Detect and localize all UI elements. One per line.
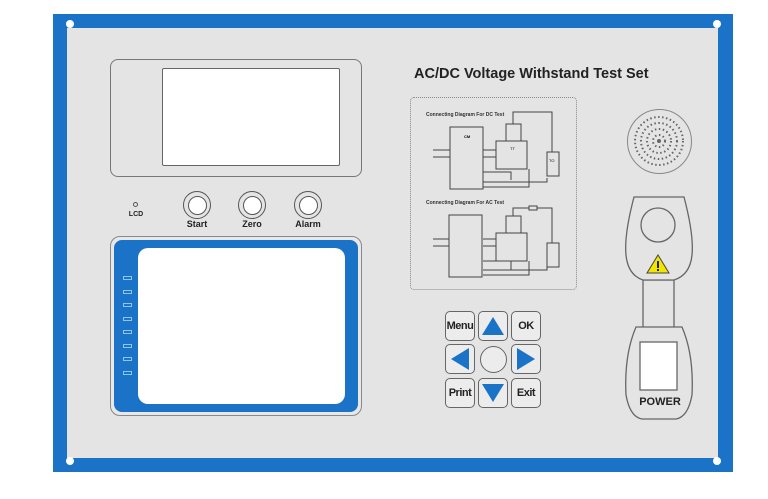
ok-button[interactable]: OK [511, 311, 541, 341]
wiring-diagram-icon [433, 111, 560, 278]
side-indicator-icon [123, 276, 132, 280]
side-indicator-icon [123, 344, 132, 348]
screw-icon [66, 457, 74, 465]
side-indicator-icon [123, 317, 132, 321]
lcd-label: LCD [128, 211, 144, 218]
lcd-led-icon [133, 202, 138, 207]
side-indicator-icon [123, 303, 132, 307]
side-indicator-icon [123, 290, 132, 294]
cm-label: CM [464, 134, 471, 139]
zero-button[interactable] [238, 191, 266, 219]
touchscreen[interactable] [138, 248, 345, 404]
lcd-display [162, 68, 340, 166]
to-label: TO [549, 158, 555, 163]
start-button[interactable] [183, 191, 211, 219]
power-switch [639, 341, 678, 391]
arrow-right-icon [517, 348, 535, 370]
alarm-label: Alarm [295, 219, 321, 229]
down-button[interactable] [478, 378, 508, 408]
tt-label: TT [510, 146, 515, 151]
arrow-down-icon [482, 384, 504, 402]
zero-label: Zero [242, 219, 262, 229]
device-title: AC/DC Voltage Withstand Test Set [414, 66, 649, 82]
side-indicator-icon [123, 330, 132, 334]
alarm-button[interactable] [294, 191, 322, 219]
left-button[interactable] [445, 344, 475, 374]
power-switch-button[interactable] [640, 342, 677, 390]
up-button[interactable] [478, 311, 508, 341]
side-indicator-icon [123, 371, 132, 375]
side-indicator-icon [123, 357, 132, 361]
screw-icon [713, 457, 721, 465]
warning-icon [646, 254, 670, 274]
ac-diagram-title: Connecting Diagram For AC Test [426, 200, 505, 206]
screw-icon [66, 20, 74, 28]
speaker-grille-icon [634, 116, 684, 166]
menu-button[interactable]: Menu [445, 311, 475, 341]
start-label: Start [186, 219, 208, 229]
connection-diagram: Connecting Diagram For DC Test Connectin… [410, 97, 577, 290]
right-button[interactable] [511, 344, 541, 374]
screw-icon [713, 20, 721, 28]
power-label: POWER [639, 396, 681, 408]
buzzer-speaker [627, 109, 692, 174]
arrow-up-icon [482, 317, 504, 335]
arrow-left-icon [451, 348, 469, 370]
exit-button[interactable]: Exit [511, 378, 541, 408]
dc-diagram-title: Connecting Diagram For DC Test [426, 112, 505, 118]
center-button[interactable] [480, 346, 507, 373]
power-switch-housing [625, 196, 693, 420]
print-button[interactable]: Print [445, 378, 475, 408]
